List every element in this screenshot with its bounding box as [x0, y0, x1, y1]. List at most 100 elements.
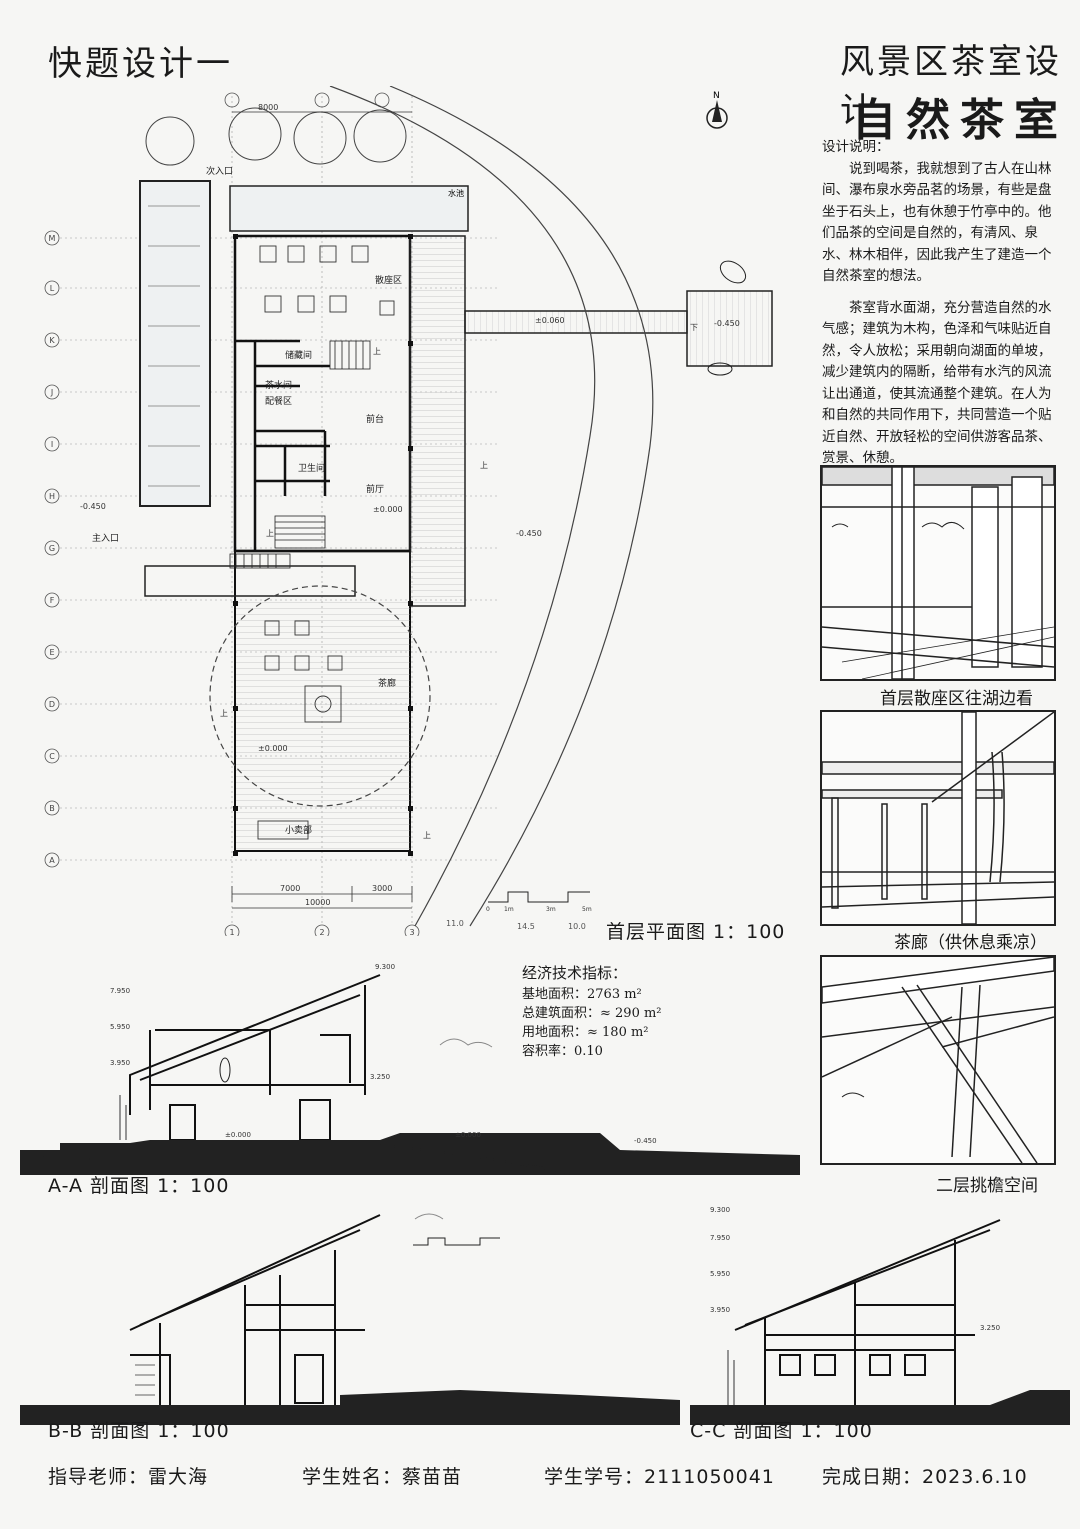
- section-a-a: 7.950 5.950 3.950 9.300 3.250 ±0.000 ±0.…: [20, 963, 800, 1175]
- perspective-1-caption: 首层散座区往湖边看: [880, 689, 1033, 709]
- section-c-c: 9.300 7.950 5.950 3.950 3.250: [690, 1206, 1070, 1425]
- stair-up-label-2: 上: [266, 529, 274, 538]
- svg-text:5m: 5m: [582, 906, 592, 913]
- room-seating: 散座区: [375, 274, 402, 286]
- dim-10000: 10000: [305, 898, 330, 907]
- econ-land-area: 用地面积：≈ 180 m²: [522, 1025, 649, 1040]
- student-name: 学生姓名：蔡苗苗: [302, 1466, 463, 1488]
- axis-row-e: E: [49, 648, 54, 657]
- room-reception: 前台: [366, 413, 384, 425]
- svg-text:7.950: 7.950: [710, 1234, 730, 1242]
- project-type-title: 风景区茶室设计: [840, 42, 1062, 131]
- level-entrance: -0.450: [80, 502, 106, 511]
- water-label: 水池: [448, 188, 464, 198]
- axis-row-h: H: [49, 492, 55, 501]
- econ-building-area: 总建筑面积：≈ 290 m²: [522, 1006, 662, 1021]
- perspective-3-caption: 二层挑檐空间: [936, 1176, 1038, 1196]
- econ-far: 容积率：0.10: [522, 1044, 603, 1059]
- north-arrow-icon: N: [706, 91, 728, 129]
- project-name: 自然茶室: [852, 95, 1068, 146]
- plan-scale-bar: [488, 891, 590, 903]
- sheet-title: 快题设计一: [48, 44, 233, 84]
- stair-up-label: 上: [373, 347, 381, 356]
- room-foyer: 前厅: [366, 483, 384, 495]
- economic-indicators: 经济技术指标： 基地面积：2763 m² 总建筑面积：≈ 290 m² 用地面积…: [522, 964, 662, 1061]
- perspective-2-sketch: [822, 712, 1054, 924]
- stair-down-label: 下: [690, 323, 698, 332]
- svg-text:3.950: 3.950: [710, 1306, 730, 1314]
- up-arrow-label-2: 上: [423, 831, 431, 840]
- svg-text:3.950: 3.950: [110, 1059, 130, 1067]
- svg-text:N: N: [713, 91, 720, 101]
- axis-row-m: M: [49, 234, 56, 243]
- dim-8000: 8000: [258, 103, 278, 112]
- econ-heading: 经济技术指标：: [522, 964, 628, 982]
- svg-text:5.950: 5.950: [710, 1270, 730, 1278]
- up-arrow-label: 上: [480, 461, 488, 470]
- main-entrance: 主入口: [92, 532, 119, 544]
- axis-col-3: 3: [409, 928, 414, 936]
- plan-caption: 首层平面图 1：100: [606, 921, 786, 943]
- room-tea-water: 茶水间: [265, 379, 292, 391]
- perspective-3-sketch: [822, 957, 1054, 1163]
- ground-floor-plan: N M L K J I H G F E D C: [44, 86, 773, 936]
- svg-text:9.300: 9.300: [710, 1206, 730, 1214]
- axis-row-b: B: [49, 804, 55, 813]
- section-c-c-caption: C-C 剖面图 1：100: [690, 1420, 873, 1442]
- axis-col-2: 2: [319, 928, 324, 936]
- section-a-a-caption: A-A 剖面图 1：100: [48, 1175, 230, 1197]
- perspective-second-floor-eave: [820, 955, 1056, 1165]
- econ-site-area: 基地面积：2763 m²: [522, 987, 642, 1002]
- description-paragraph-1: 说到喝茶，我就想到了古人在山林间、瀑布泉水旁品茗的场景，有些是盘坐于石头上，也有…: [822, 160, 1052, 285]
- room-prep: 配餐区: [265, 395, 292, 407]
- dim-7000: 7000: [280, 884, 300, 893]
- perspective-1-sketch: [822, 467, 1054, 679]
- svg-text:±0.000: ±0.000: [225, 1131, 251, 1139]
- perspective-tea-corridor: [820, 710, 1056, 926]
- completion-date: 完成日期：2023.6.10: [822, 1466, 1028, 1488]
- up-arrow-label-3: 上: [220, 709, 228, 718]
- dim-3000: 3000: [372, 884, 392, 893]
- svg-text:10.0: 10.0: [568, 922, 586, 931]
- description-heading: 设计说明：: [822, 139, 890, 155]
- room-wc: 卫生间: [298, 462, 325, 474]
- secondary-entrance: 次入口: [206, 165, 233, 177]
- room-shop: 小卖部: [285, 824, 312, 836]
- svg-text:3.250: 3.250: [980, 1324, 1000, 1332]
- level-platform: -0.450: [714, 319, 740, 328]
- svg-text:3.250: 3.250: [370, 1073, 390, 1081]
- axis-row-d: D: [49, 700, 55, 709]
- teacher-name: 指导老师：雷大海: [48, 1466, 209, 1488]
- svg-text:1m: 1m: [504, 906, 514, 913]
- level-lawn: -0.450: [516, 529, 542, 538]
- axis-row-a: A: [49, 856, 55, 865]
- section-b-b: [20, 1213, 680, 1425]
- axis-row-k: K: [49, 336, 55, 345]
- axis-row-i: I: [51, 440, 53, 449]
- svg-text:-0.450: -0.450: [634, 1137, 657, 1145]
- svg-text:7.950: 7.950: [110, 987, 130, 995]
- svg-text:9.300: 9.300: [375, 963, 395, 971]
- svg-text:11.0: 11.0: [446, 919, 464, 928]
- level-foyer: ±0.000: [373, 505, 403, 514]
- axis-col-1: 1: [229, 928, 234, 936]
- level-pier: ±0.060: [535, 316, 565, 325]
- axis-row-c: C: [49, 752, 55, 761]
- description-paragraph-2: 茶室背水面湖，充分营造自然的水气感；建筑为木构，色泽和气味贴近自然，令人放松；采…: [822, 299, 1052, 467]
- svg-text:5.950: 5.950: [110, 1023, 130, 1031]
- room-corridor: 茶廊: [378, 677, 396, 689]
- svg-text:3m: 3m: [546, 906, 556, 913]
- svg-text:±0.000: ±0.000: [455, 1131, 481, 1139]
- perspective-seating-area: [820, 465, 1056, 681]
- perspective-2-caption: 茶廊（供休息乘凉）: [894, 933, 1047, 953]
- room-storage: 储藏间: [285, 349, 312, 361]
- axis-row-j: J: [50, 388, 53, 397]
- level-corridor: ±0.000: [258, 744, 288, 753]
- axis-row-f: F: [50, 596, 55, 605]
- axis-row-g: G: [49, 544, 55, 553]
- section-b-b-caption: B-B 剖面图 1：100: [48, 1420, 230, 1442]
- student-id: 学生学号：2111050041: [544, 1466, 775, 1488]
- svg-text:14.5: 14.5: [517, 922, 535, 931]
- svg-text:0: 0: [486, 906, 490, 913]
- design-description: 设计说明： 说到喝茶，我就想到了古人在山林间、瀑布泉水旁品茗的场景，有些是盘坐于…: [822, 137, 1056, 470]
